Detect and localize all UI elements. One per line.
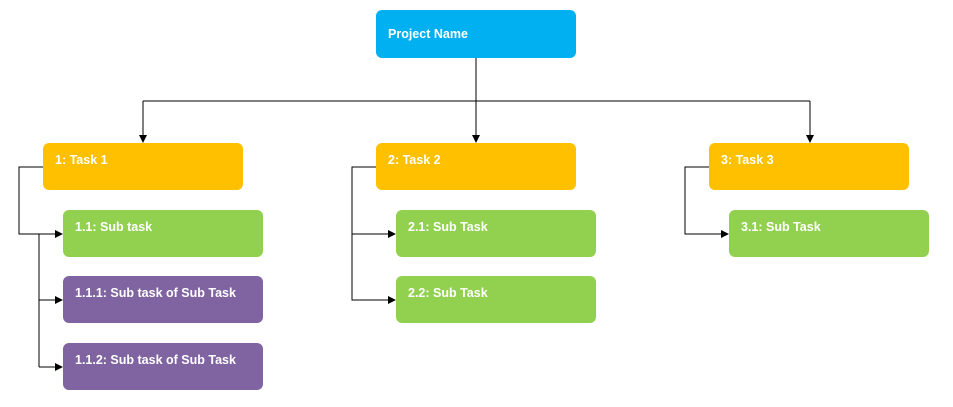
- task-3-node[interactable]: 3: Task 3: [709, 143, 909, 190]
- subtask-3-1-node[interactable]: 3.1: Sub Task: [729, 210, 929, 257]
- task-1-node[interactable]: 1: Task 1: [43, 143, 243, 190]
- subtask-2-1-node[interactable]: 2.1: Sub Task: [396, 210, 596, 257]
- project-name-node[interactable]: Project Name: [376, 10, 576, 58]
- connector-task-1-elbow: [18, 166, 63, 238]
- task-2-node[interactable]: 2: Task 2: [376, 143, 576, 190]
- subtask-1-1-node[interactable]: 1.1: Sub task: [63, 210, 263, 257]
- connector-task-3-elbow: [684, 166, 729, 238]
- subtask-1-1-1-node[interactable]: 1.1.1: Sub task of Sub Task: [63, 276, 263, 323]
- subtask-1-1-2-node[interactable]: 1.1.2: Sub task of Sub Task: [63, 343, 263, 390]
- subtask-2-2-node[interactable]: 2.2: Sub Task: [396, 276, 596, 323]
